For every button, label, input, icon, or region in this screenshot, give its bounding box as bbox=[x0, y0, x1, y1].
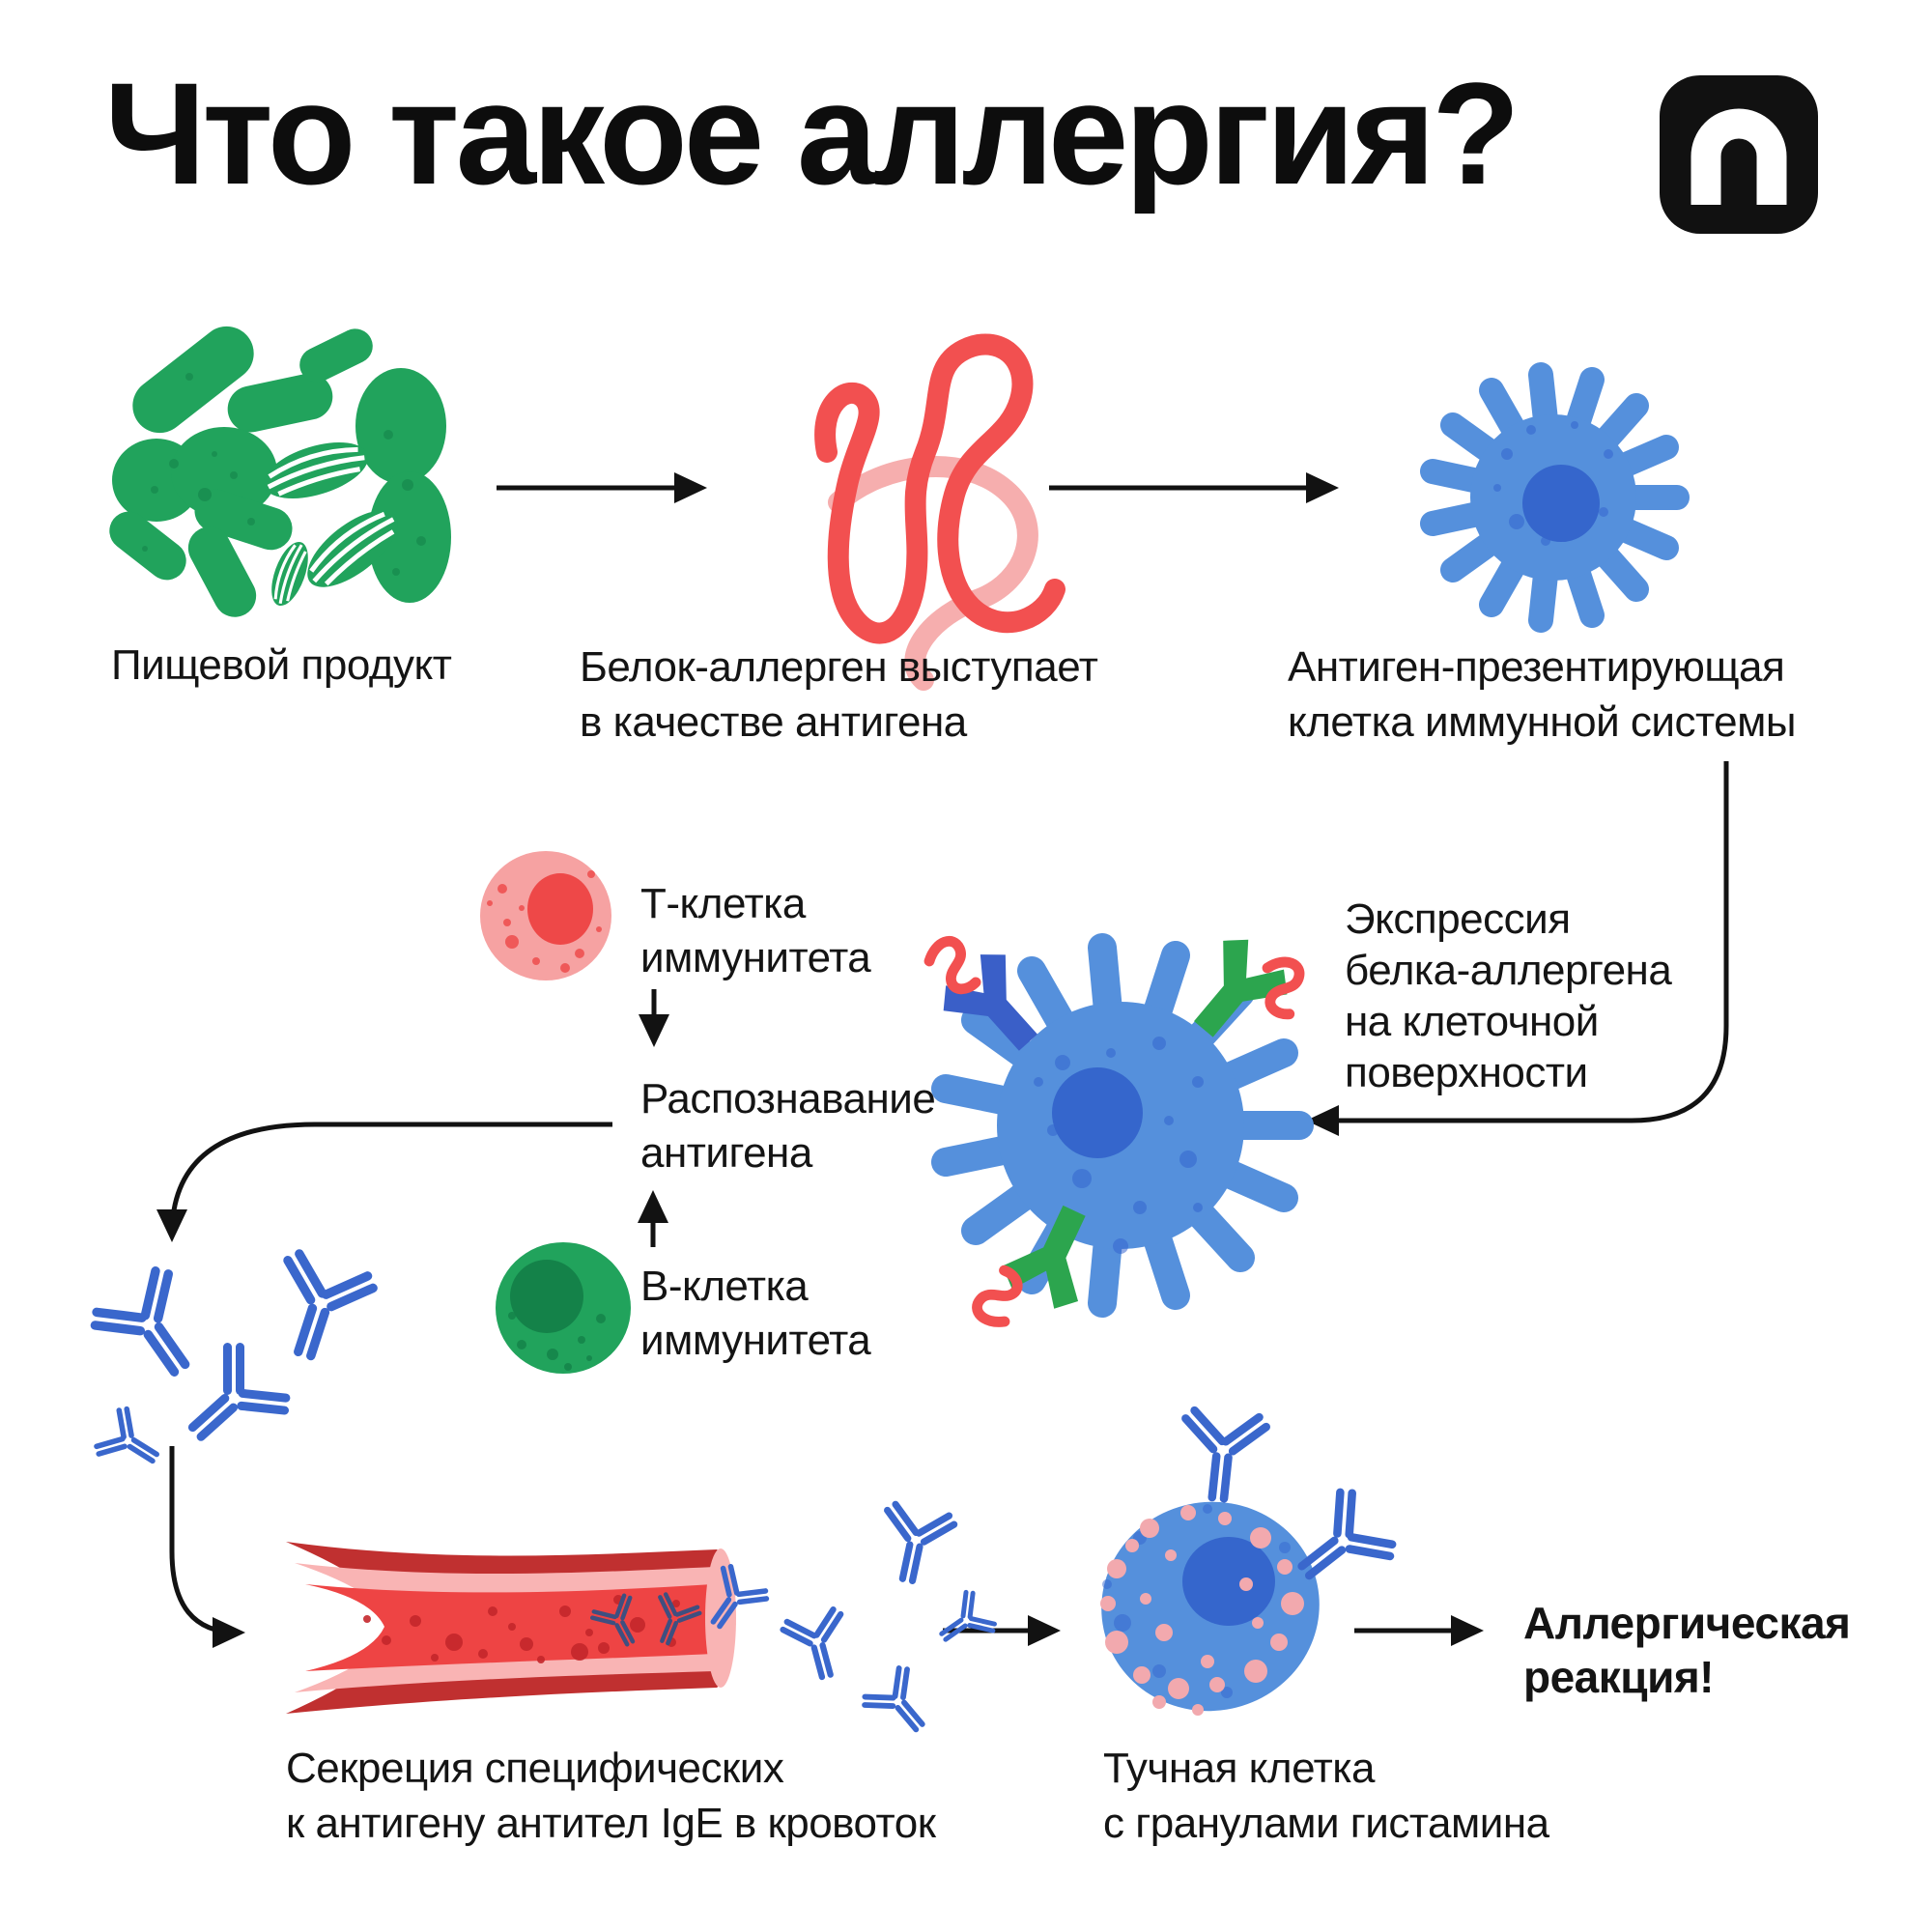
histamine-granules bbox=[1100, 1505, 1304, 1716]
b-cell-speckles bbox=[508, 1312, 606, 1371]
label-expression: Экспрессия белка-аллергена на клеточной … bbox=[1345, 895, 1672, 1096]
antibody-cluster-illustration bbox=[80, 1242, 384, 1485]
label-food: Пищевой продукт bbox=[111, 641, 452, 689]
protein-strand bbox=[814, 333, 1065, 644]
mast-cell-illustration bbox=[1100, 1403, 1406, 1716]
t-cell-illustration bbox=[480, 851, 611, 980]
food-product-illustration bbox=[109, 326, 451, 617]
apc-cell-illustration bbox=[1420, 362, 1690, 633]
striped-seed bbox=[269, 539, 309, 608]
label-apc: Антиген-презентирующая клетка иммунной с… bbox=[1288, 643, 1797, 746]
label-secretion: Секреция специфических к антигену антите… bbox=[286, 1745, 936, 1847]
allergen-protein-illustration bbox=[814, 333, 1065, 691]
t-cell-nucleus bbox=[527, 873, 593, 945]
expression-apc-cell-illustration bbox=[925, 927, 1309, 1330]
page-title: Что такое аллергия? bbox=[104, 52, 1520, 214]
label-reaction: Аллергическая реакция! bbox=[1523, 1598, 1851, 1702]
apc-spikes bbox=[1420, 362, 1690, 633]
apc-nucleus bbox=[1522, 465, 1600, 542]
flow-arrows bbox=[156, 472, 1729, 1648]
striped-seed bbox=[295, 497, 410, 601]
blood-vessel-illustration bbox=[286, 1496, 1003, 1749]
center-cell-speckles bbox=[1034, 1037, 1204, 1254]
b-cell-illustration bbox=[496, 1242, 631, 1374]
label-t-cell: Т-клетка иммунитета bbox=[640, 880, 871, 981]
ige-antibodies-secreted bbox=[690, 1496, 1003, 1749]
food-speckles bbox=[142, 373, 426, 576]
center-cell-nucleus bbox=[1052, 1067, 1143, 1158]
connector-apc-to-expression-cell bbox=[1306, 761, 1729, 1136]
blood-speckles bbox=[363, 1595, 680, 1663]
b-cell-nucleus bbox=[510, 1260, 583, 1333]
label-protein: Белок-аллерген выступает в качестве анти… bbox=[580, 643, 1098, 746]
label-recognition: Распознавание антигена bbox=[640, 1075, 936, 1177]
connector-recognition-to-antibodies bbox=[156, 1122, 612, 1242]
n-logo-arch-icon bbox=[1690, 108, 1787, 205]
label-mast-cell: Тучная клетка с гранулами гистамина bbox=[1103, 1745, 1549, 1847]
label-b-cell: В-клетка иммунитета bbox=[640, 1263, 871, 1364]
t-cell-speckles bbox=[487, 870, 602, 973]
n-logo bbox=[1660, 75, 1818, 234]
connector-antibodies-to-vessel bbox=[169, 1446, 245, 1648]
mast-cell-nucleus bbox=[1182, 1537, 1275, 1626]
n-logo-square bbox=[1660, 75, 1818, 234]
striped-seed bbox=[257, 432, 375, 510]
